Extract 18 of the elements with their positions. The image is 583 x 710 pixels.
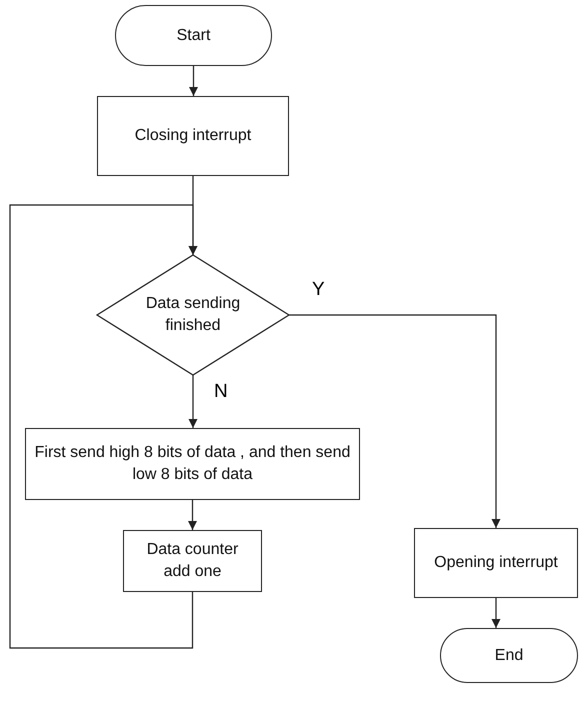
decision-diamond — [97, 255, 289, 375]
arrow — [188, 500, 197, 530]
arrow — [289, 314, 500, 528]
process-box — [123, 530, 262, 592]
arrow — [188, 375, 198, 428]
node-text: Opening interrupt — [434, 553, 558, 574]
process-box — [97, 96, 289, 176]
arrow — [189, 66, 198, 96]
process-box — [414, 528, 578, 598]
node-text: End — [494, 646, 524, 666]
node-text: Data sending finished — [144, 294, 242, 336]
node-text: Data counter add one — [146, 540, 240, 582]
arrow — [9, 204, 198, 649]
node-text: Start — [176, 26, 210, 46]
process-box — [25, 428, 360, 500]
arrow — [492, 598, 500, 628]
node-text: First send high 8 bits of data , and then send low 8 bits of data — [34, 443, 351, 485]
node-text: Closing interrupt — [134, 126, 252, 146]
